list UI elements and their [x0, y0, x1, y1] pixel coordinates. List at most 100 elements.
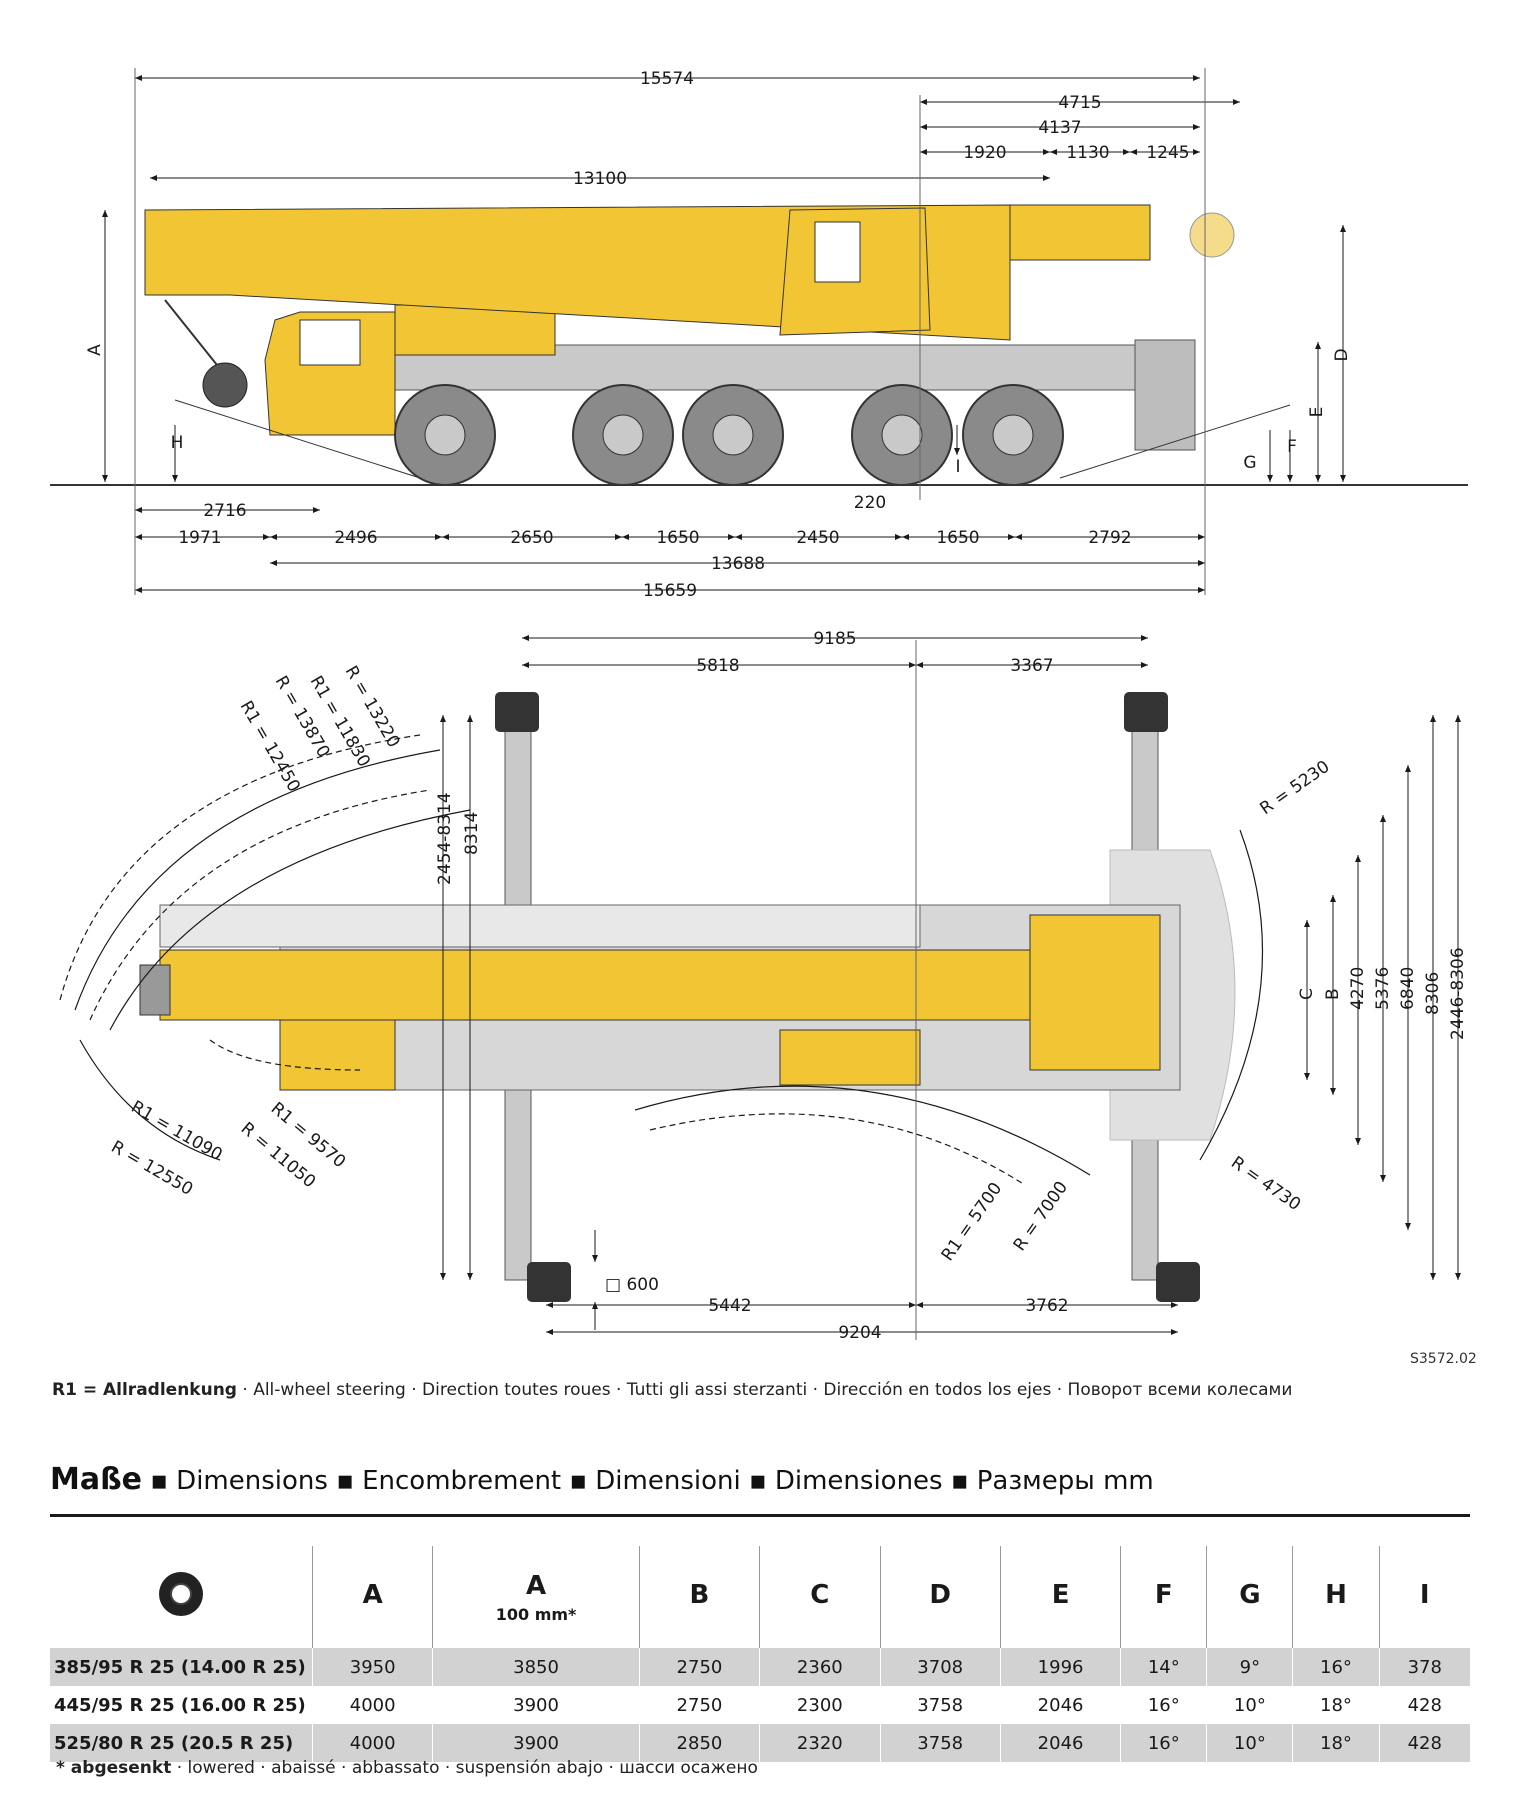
dim-5818: 5818 [696, 656, 739, 676]
wheels [394, 384, 1064, 486]
cell: 2046 [999, 1686, 1121, 1724]
footnote: * abgesenkt · lowered · abaissé · abbass… [56, 1758, 758, 1778]
label-G: G [1243, 453, 1256, 473]
table-row: 525/80 R 25 (20.5 R 25) 4000 3900 2850 2… [50, 1724, 1470, 1762]
header-H: H [1292, 1546, 1379, 1648]
carrier-box [394, 304, 556, 356]
footnote-bold: * abgesenkt [56, 1758, 172, 1778]
cell: 428 [1378, 1686, 1470, 1724]
dim-2496: 2496 [334, 528, 377, 548]
table-row: 385/95 R 25 (14.00 R 25) 3950 3850 2750 … [50, 1648, 1470, 1686]
cell: 378 [1378, 1648, 1470, 1686]
crane-cab-window [814, 221, 861, 283]
side-view: 15574 4715 4137 1920 1130 1245 13100 271… [50, 68, 1468, 601]
cell: 3758 [879, 1686, 1001, 1724]
cell: 3758 [879, 1724, 1001, 1762]
dim-1650-a: 1650 [656, 528, 699, 548]
driver-cab-top [279, 1019, 396, 1091]
label-B: B [1323, 988, 1343, 1000]
cell: 3850 [432, 1648, 640, 1686]
cell: 428 [1378, 1724, 1470, 1762]
cell: 10° [1206, 1686, 1293, 1724]
tire-header [50, 1546, 313, 1648]
dim-4137: 4137 [1038, 118, 1081, 138]
table-row: 445/95 R 25 (16.00 R 25) 4000 3900 2750 … [50, 1686, 1470, 1724]
tail-swing-circle [1189, 212, 1235, 258]
hook-block [202, 362, 248, 408]
hub-5 [992, 414, 1034, 456]
counterweight-unit [1009, 204, 1151, 261]
label-E: E [1307, 407, 1327, 418]
tire-size: 445/95 R 25 (16.00 R 25) [50, 1686, 313, 1724]
dim-4715: 4715 [1058, 93, 1101, 113]
dim-1971: 1971 [178, 528, 221, 548]
dim-2446-8306: 2446-8306 [1448, 947, 1468, 1040]
cell: 18° [1292, 1724, 1379, 1762]
tire-size: 385/95 R 25 (14.00 R 25) [50, 1648, 313, 1686]
cell: 1996 [999, 1648, 1121, 1686]
dim-220: 220 [854, 493, 886, 513]
dim-6840: 6840 [1398, 967, 1418, 1010]
cell: 16° [1120, 1686, 1207, 1724]
outrigger-width-range: 2454-8314 [435, 792, 455, 885]
label-H: H [171, 433, 184, 453]
label-D: D [1332, 348, 1352, 361]
outrigger-pad-rear-bottom [1156, 1262, 1200, 1302]
dim-3367: 3367 [1010, 656, 1053, 676]
radius-r1-5700: R1 = 5700 [938, 1179, 1007, 1265]
pad-size: □ 600 [605, 1275, 659, 1295]
cell: 9° [1206, 1648, 1293, 1686]
cell: 2320 [759, 1724, 881, 1762]
hub-3 [712, 414, 754, 456]
hook-rope [164, 299, 226, 376]
cell: 10° [1206, 1724, 1293, 1762]
dim-2450: 2450 [796, 528, 839, 548]
header-I: I [1378, 1546, 1470, 1648]
dim-13688: 13688 [711, 554, 765, 574]
title-rule [50, 1514, 1470, 1517]
outrigger-pad-front-bottom [527, 1262, 571, 1302]
cell: 2300 [759, 1686, 881, 1724]
dimensions-title: Maße ▪ Dimensions ▪ Encombrement ▪ Dimen… [50, 1462, 1154, 1497]
cell: 2360 [759, 1648, 881, 1686]
rear-outrigger-box [1134, 339, 1196, 451]
cab-window [299, 319, 361, 366]
cell: 2850 [638, 1724, 760, 1762]
outrigger-pad-rear-top [1124, 692, 1168, 732]
footnote-text: · lowered · abaissé · abbassato · suspen… [171, 1758, 758, 1778]
dim-overall-length: 15574 [640, 69, 694, 89]
header-E: E [999, 1546, 1121, 1648]
dim-1130: 1130 [1066, 143, 1109, 163]
dim-2650: 2650 [510, 528, 553, 548]
cell: 16° [1292, 1648, 1379, 1686]
dim-15659: 15659 [643, 581, 697, 601]
crane-cab-top [779, 1029, 921, 1086]
radius-4730: R = 4730 [1227, 1153, 1304, 1215]
label-C: C [1297, 988, 1317, 1000]
outrigger-width-max: 8314 [462, 812, 482, 855]
departure-angle-line [1059, 404, 1291, 479]
dim-1920: 1920 [963, 143, 1006, 163]
cell: 18° [1292, 1686, 1379, 1724]
cell: 14° [1120, 1648, 1207, 1686]
dim-1245: 1245 [1146, 143, 1189, 163]
approach-angle-line [174, 399, 421, 479]
label-A: A [85, 344, 105, 356]
label-F: F [1287, 437, 1297, 457]
cell: 2046 [999, 1724, 1121, 1762]
radius-5230: R = 5230 [1256, 757, 1333, 819]
dim-5376: 5376 [1373, 967, 1393, 1010]
cell: 2750 [638, 1648, 760, 1686]
dim-4270: 4270 [1348, 967, 1368, 1010]
dim-2792: 2792 [1088, 528, 1131, 548]
dim-3762: 3762 [1025, 1296, 1068, 1316]
tire-size: 525/80 R 25 (20.5 R 25) [50, 1724, 313, 1762]
counterweight-top [1029, 914, 1161, 1071]
dimensions-title-main: Maße [50, 1462, 143, 1497]
radius-7000: R = 7000 [1010, 1178, 1072, 1255]
cell: 16° [1120, 1724, 1207, 1762]
cell: 4000 [311, 1686, 433, 1724]
top-view: 9185 5818 3367 5442 3762 9204 □ 600 R1 =… [59, 629, 1468, 1343]
